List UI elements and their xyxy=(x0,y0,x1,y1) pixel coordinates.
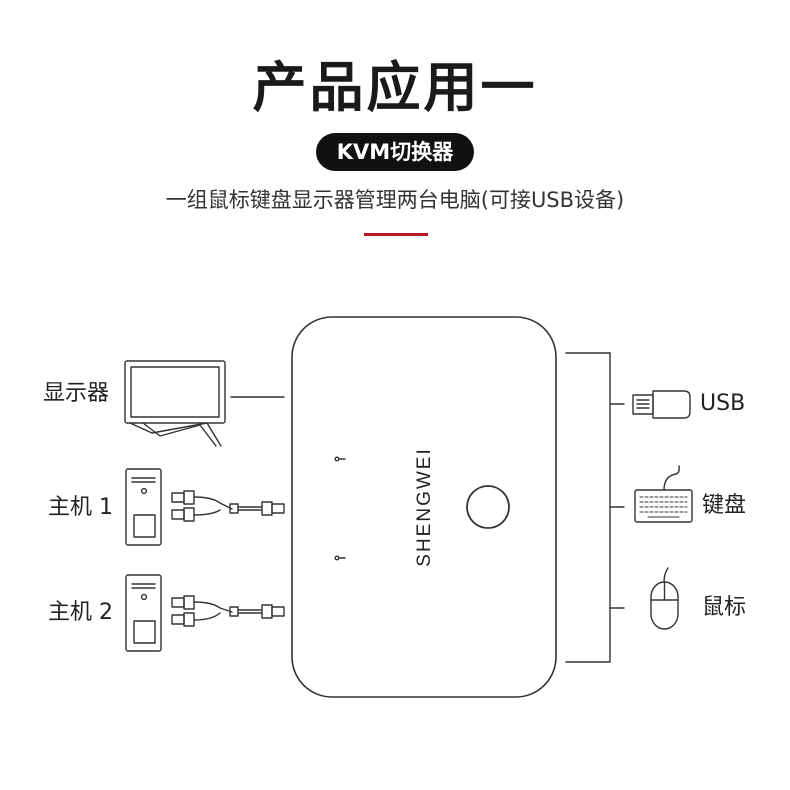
peripheral-bracket xyxy=(565,352,625,663)
usb-drive-icon xyxy=(632,390,691,419)
led-indicator-2 xyxy=(334,555,346,561)
usb-label: USB xyxy=(700,391,746,416)
cable-host-1 xyxy=(171,490,285,522)
switch-button[interactable] xyxy=(466,485,510,529)
host-1-label: 主机 1 xyxy=(48,495,113,520)
page-title: 产品应用一 xyxy=(252,56,538,119)
pc-tower-2-icon xyxy=(125,574,162,652)
page-subtitle: 一组鼠标键盘显示器管理两台电脑(可接USB设备) xyxy=(165,188,625,212)
kvm-switch xyxy=(291,316,557,698)
accent-divider xyxy=(364,233,428,236)
host-2-label: 主机 2 xyxy=(48,600,113,625)
device-brand: SHENGWEI xyxy=(414,447,435,566)
product-badge: KVM切换器 xyxy=(316,133,474,171)
keyboard-icon xyxy=(634,465,693,523)
monitor-label: 显示器 xyxy=(43,381,110,406)
led-indicator-1 xyxy=(334,456,346,462)
mouse-label: 鼠标 xyxy=(702,595,747,620)
pc-tower-1-icon xyxy=(125,468,162,546)
mouse-icon xyxy=(650,567,679,630)
cable-host-2 xyxy=(171,595,285,627)
keyboard-label: 键盘 xyxy=(702,493,747,518)
monitor-icon xyxy=(124,360,285,447)
